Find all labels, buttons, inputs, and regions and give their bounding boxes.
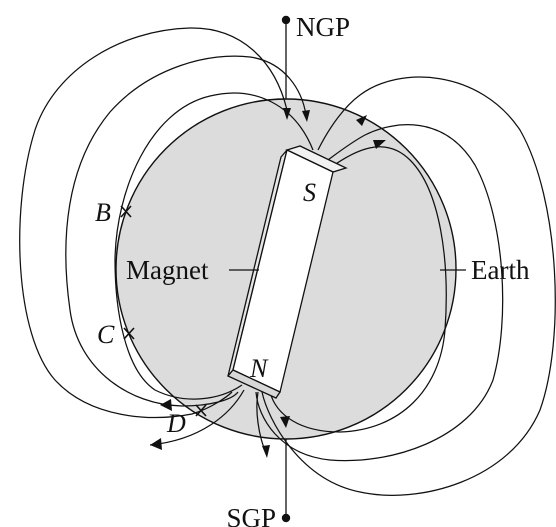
field-arrow bbox=[262, 445, 270, 458]
field-line-right-outer bbox=[261, 76, 556, 496]
field-line-right-middle bbox=[255, 124, 504, 462]
field-arrow bbox=[356, 115, 367, 126]
ngp-marker bbox=[281, 15, 291, 25]
field-arrow bbox=[302, 110, 310, 122]
earth-label: Earth bbox=[471, 255, 530, 285]
field-line-left-inner bbox=[114, 92, 314, 400]
field-arrow bbox=[373, 140, 386, 149]
field-line-left-middle bbox=[65, 55, 307, 407]
point-c-label: C bbox=[97, 320, 115, 349]
magnet-bottom-edge bbox=[226, 369, 281, 399]
field-arrow bbox=[150, 438, 162, 450]
field-line-left-bottom bbox=[149, 389, 245, 446]
point-c-marker bbox=[123, 327, 135, 340]
point-b-marker bbox=[120, 205, 132, 218]
bar-magnet bbox=[226, 145, 348, 399]
field-line-right-inner bbox=[269, 146, 447, 433]
point-d-label: D bbox=[166, 409, 186, 438]
pole-s-label: S bbox=[303, 178, 316, 207]
magnet-label: Magnet bbox=[126, 255, 209, 285]
ngp-label: NGP bbox=[296, 12, 350, 42]
field-arrow bbox=[160, 399, 172, 411]
sgp-marker bbox=[281, 513, 291, 523]
point-d-marker bbox=[195, 404, 207, 417]
pole-n-label: N bbox=[249, 354, 269, 383]
field-line-left-outer bbox=[19, 27, 288, 418]
field-arrow bbox=[280, 416, 290, 428]
point-b-label: B bbox=[95, 198, 111, 227]
field-arrow bbox=[283, 108, 291, 120]
sgp-label: SGP bbox=[226, 503, 276, 527]
